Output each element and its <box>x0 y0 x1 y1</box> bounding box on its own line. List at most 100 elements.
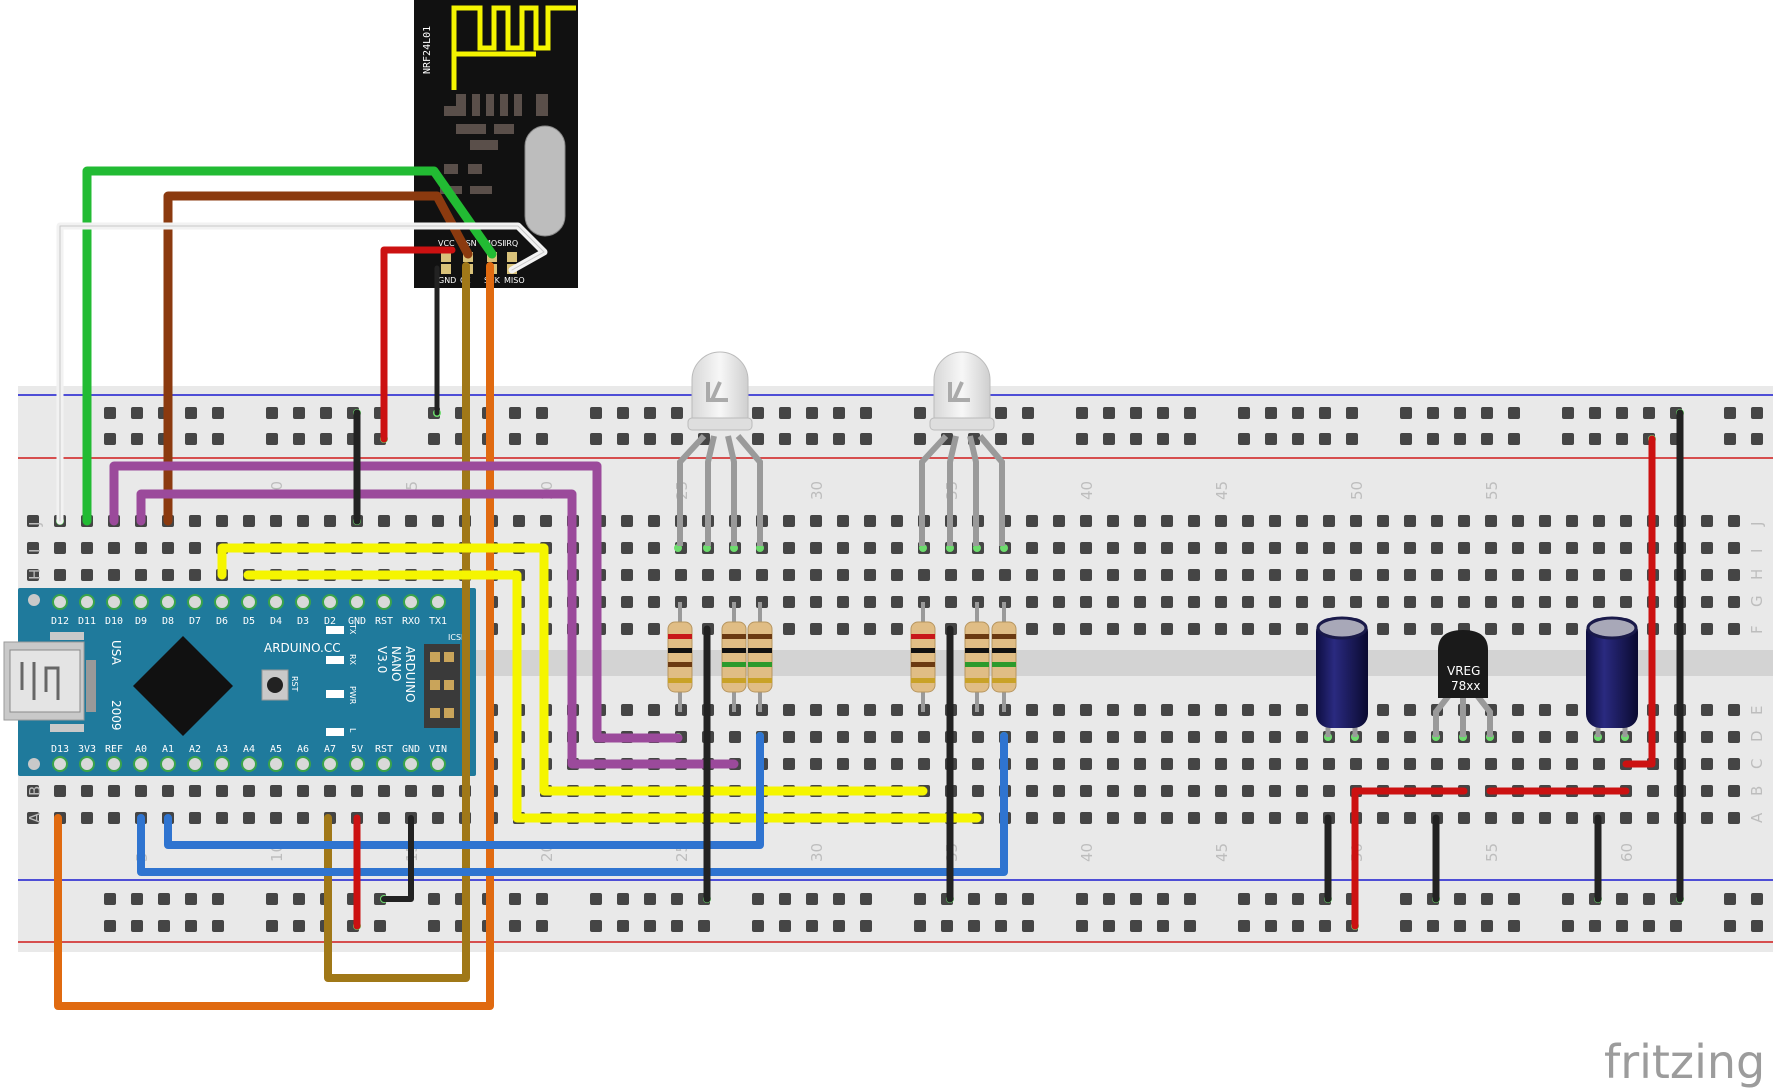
breadboard-hole[interactable] <box>1053 812 1065 824</box>
breadboard-hole[interactable] <box>864 596 876 608</box>
rail-hole[interactable] <box>1238 433 1250 445</box>
breadboard-hole[interactable] <box>1377 704 1389 716</box>
breadboard-hole[interactable] <box>1485 515 1497 527</box>
breadboard-hole[interactable] <box>1296 704 1308 716</box>
breadboard-hole[interactable] <box>324 785 336 797</box>
breadboard-hole[interactable] <box>378 812 390 824</box>
rail-hole[interactable] <box>752 920 764 932</box>
breadboard-hole[interactable] <box>837 758 849 770</box>
rail-hole[interactable] <box>104 407 116 419</box>
breadboard-hole[interactable] <box>945 596 957 608</box>
rail-hole[interactable] <box>1346 407 1358 419</box>
breadboard-hole[interactable] <box>108 542 120 554</box>
breadboard-hole[interactable] <box>1296 542 1308 554</box>
breadboard-hole[interactable] <box>1728 812 1740 824</box>
breadboard-hole[interactable] <box>837 623 849 635</box>
wire-yellow-d6[interactable] <box>217 543 928 796</box>
breadboard-hole[interactable] <box>81 785 93 797</box>
breadboard-hole[interactable] <box>1728 542 1740 554</box>
breadboard-hole[interactable] <box>1350 515 1362 527</box>
rail-hole[interactable] <box>1130 433 1142 445</box>
breadboard-hole[interactable] <box>1323 596 1335 608</box>
breadboard-hole[interactable] <box>1485 758 1497 770</box>
breadboard-hole[interactable] <box>1728 569 1740 581</box>
breadboard-hole[interactable] <box>1188 758 1200 770</box>
breadboard-hole[interactable] <box>1269 515 1281 527</box>
breadboard-hole[interactable] <box>270 515 282 527</box>
rail-hole[interactable] <box>1103 893 1115 905</box>
breadboard-hole[interactable] <box>1080 623 1092 635</box>
breadboard-hole[interactable] <box>1431 569 1443 581</box>
breadboard-hole[interactable] <box>1404 623 1416 635</box>
rail-hole[interactable] <box>1265 920 1277 932</box>
rail-hole[interactable] <box>1562 920 1574 932</box>
breadboard-hole[interactable] <box>1161 731 1173 743</box>
breadboard-hole[interactable] <box>27 569 39 581</box>
breadboard-hole[interactable] <box>1269 704 1281 716</box>
rail-hole[interactable] <box>806 893 818 905</box>
rail-hole[interactable] <box>1427 433 1439 445</box>
breadboard-hole[interactable] <box>1485 569 1497 581</box>
breadboard-hole[interactable] <box>1215 812 1227 824</box>
breadboard-hole[interactable] <box>1566 812 1578 824</box>
breadboard-hole[interactable] <box>675 569 687 581</box>
breadboard-hole[interactable] <box>1026 596 1038 608</box>
breadboard-hole[interactable] <box>216 812 228 824</box>
breadboard-hole[interactable] <box>1539 569 1551 581</box>
breadboard-hole[interactable] <box>1107 785 1119 797</box>
breadboard-hole[interactable] <box>1215 704 1227 716</box>
breadboard-hole[interactable] <box>1053 731 1065 743</box>
breadboard-hole[interactable] <box>1431 623 1443 635</box>
breadboard-hole[interactable] <box>1566 569 1578 581</box>
breadboard-hole[interactable] <box>1512 812 1524 824</box>
rail-hole[interactable] <box>1157 433 1169 445</box>
rail-hole[interactable] <box>131 920 143 932</box>
breadboard-hole[interactable] <box>432 812 444 824</box>
rail-hole[interactable] <box>1751 920 1763 932</box>
rail-hole[interactable] <box>1481 407 1493 419</box>
rail-hole[interactable] <box>293 893 305 905</box>
breadboard-hole[interactable] <box>729 569 741 581</box>
breadboard-hole[interactable] <box>1134 569 1146 581</box>
rail-hole[interactable] <box>536 920 548 932</box>
breadboard-hole[interactable] <box>1458 515 1470 527</box>
breadboard-hole[interactable] <box>1188 812 1200 824</box>
rail-hole[interactable] <box>1319 920 1331 932</box>
rail-hole[interactable] <box>1643 893 1655 905</box>
breadboard-hole[interactable] <box>1242 785 1254 797</box>
rail-hole[interactable] <box>1724 893 1736 905</box>
breadboard-hole[interactable] <box>243 812 255 824</box>
breadboard-hole[interactable] <box>1566 758 1578 770</box>
breadboard-hole[interactable] <box>1539 758 1551 770</box>
breadboard-hole[interactable] <box>1377 623 1389 635</box>
rail-hole[interactable] <box>1238 920 1250 932</box>
rail-hole[interactable] <box>644 407 656 419</box>
rail-hole[interactable] <box>752 407 764 419</box>
breadboard-hole[interactable] <box>1485 542 1497 554</box>
reset-button[interactable] <box>261 669 289 701</box>
rail-hole[interactable] <box>1589 433 1601 445</box>
rail-hole[interactable] <box>1643 407 1655 419</box>
rail-hole[interactable] <box>860 920 872 932</box>
breadboard-hole[interactable] <box>837 542 849 554</box>
rail-hole[interactable] <box>1724 433 1736 445</box>
rail-hole[interactable] <box>1400 893 1412 905</box>
rail-hole[interactable] <box>833 920 845 932</box>
breadboard-hole[interactable] <box>1377 542 1389 554</box>
breadboard-hole[interactable] <box>1404 704 1416 716</box>
rail-hole[interactable] <box>266 893 278 905</box>
breadboard-hole[interactable] <box>1728 731 1740 743</box>
breadboard-hole[interactable] <box>1053 542 1065 554</box>
breadboard-hole[interactable] <box>1107 731 1119 743</box>
rail-hole[interactable] <box>374 920 386 932</box>
breadboard-hole[interactable] <box>1134 812 1146 824</box>
breadboard-hole[interactable] <box>1026 704 1038 716</box>
breadboard-hole[interactable] <box>1458 758 1470 770</box>
breadboard-hole[interactable] <box>1566 623 1578 635</box>
breadboard-hole[interactable] <box>432 785 444 797</box>
breadboard-hole[interactable] <box>1512 623 1524 635</box>
rail-hole[interactable] <box>1508 920 1520 932</box>
breadboard-hole[interactable] <box>1620 812 1632 824</box>
rail-hole[interactable] <box>914 407 926 419</box>
breadboard-hole[interactable] <box>1242 596 1254 608</box>
